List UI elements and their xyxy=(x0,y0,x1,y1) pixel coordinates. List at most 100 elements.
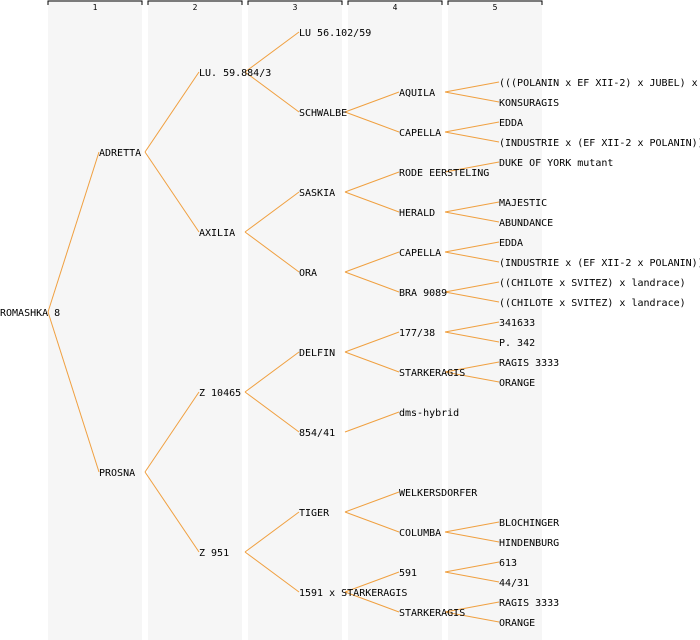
node-columba: COLUMBA xyxy=(399,528,441,539)
node-starker2: STARKERAGIS xyxy=(399,608,465,619)
edge-romashka-prosna xyxy=(47,311,100,473)
edge-schwalbe-aquila xyxy=(344,91,400,113)
edge-herald-l06 xyxy=(444,201,500,213)
node-l02: KONSURAGIS xyxy=(499,98,559,109)
node-l05: DUKE OF YORK mutant xyxy=(499,158,613,169)
column-number-1: 1 xyxy=(93,3,98,12)
edge-starker1-l14 xyxy=(444,361,500,373)
edge-prosna-z951 xyxy=(144,471,200,553)
column-band-5 xyxy=(448,0,542,640)
node-l19: 44/31 xyxy=(499,578,529,589)
tree-edges xyxy=(47,31,500,623)
edge-lu59-schwalbe xyxy=(244,71,300,113)
edge-capella1-l04 xyxy=(444,131,500,143)
edge-n1591-starker2 xyxy=(344,591,400,613)
column-number-5: 5 xyxy=(493,3,498,12)
column-band-3 xyxy=(248,0,342,640)
node-n591: 591 xyxy=(399,568,417,579)
column-number-4: 4 xyxy=(393,3,398,12)
edge-starker1-l15 xyxy=(444,371,500,383)
node-l11: ((CHILOTE x SVITEZ) x landrace) xyxy=(499,298,686,309)
node-prosna: PROSNA xyxy=(99,468,135,479)
edge-saskia-rode xyxy=(344,171,400,193)
edge-n1591-n591 xyxy=(344,571,400,593)
edge-delfin-n177 xyxy=(344,331,400,353)
edge-n177-l12 xyxy=(444,321,500,333)
edge-capella2-l08 xyxy=(444,241,500,253)
edge-axilia-saskia xyxy=(244,191,300,233)
node-l01: (((POLANIN x EF XII-2) x JUBEL) x xyxy=(499,78,698,89)
node-axilia: AXILIA xyxy=(199,228,235,239)
edge-capella2-l09 xyxy=(444,251,500,263)
edge-capella1-l03 xyxy=(444,121,500,133)
node-schwalbe: SCHWALBE xyxy=(299,108,347,119)
edge-ora-bra xyxy=(344,271,400,293)
edge-starker2-l20 xyxy=(444,601,500,613)
node-saskia: SASKIA xyxy=(299,188,335,199)
column-bracket-4 xyxy=(347,0,443,5)
edge-z10465-delfin xyxy=(244,351,300,393)
edge-herald-l07 xyxy=(444,211,500,223)
column-bracket-3 xyxy=(247,0,343,5)
node-l06: MAJESTIC xyxy=(499,198,547,209)
column-bracket-5 xyxy=(447,0,543,5)
edge-schwalbe-capella1 xyxy=(344,111,400,133)
column-number-3: 3 xyxy=(293,3,298,12)
node-l03: EDDA xyxy=(499,118,523,129)
node-z10465: Z 10465 xyxy=(199,388,241,399)
edge-adretta-lu59 xyxy=(144,71,200,153)
edge-z951-tiger xyxy=(244,511,300,553)
node-l21: ORANGE xyxy=(499,618,535,629)
edge-adretta-axilia xyxy=(144,151,200,233)
edge-saskia-herald xyxy=(344,191,400,213)
node-l07: ABUNDANCE xyxy=(499,218,553,229)
column-band-1 xyxy=(48,0,142,640)
node-ora: ORA xyxy=(299,268,317,279)
node-l12: 341633 xyxy=(499,318,535,329)
edge-rode-l05 xyxy=(444,161,500,173)
edge-aquila-l02 xyxy=(444,91,500,103)
column-bracket-2 xyxy=(147,0,243,5)
edge-aquila-l01 xyxy=(444,81,500,93)
node-l16: BLOCHINGER xyxy=(499,518,560,529)
node-l04: (INDUSTRIE x (EF XII-2 x POLANIN)) xyxy=(499,138,700,149)
node-lu56: LU 56.102/59 xyxy=(299,28,371,39)
node-l08: EDDA xyxy=(499,238,523,249)
node-l09: (INDUSTRIE x (EF XII-2 x POLANIN)) xyxy=(499,258,700,269)
edge-tiger-columba xyxy=(344,511,400,533)
node-n177: 177/38 xyxy=(399,328,435,339)
edge-prosna-z10465 xyxy=(144,391,200,473)
node-adretta: ADRETTA xyxy=(99,148,141,159)
edge-bra-l11 xyxy=(444,291,500,303)
edge-tiger-welk xyxy=(344,491,400,513)
node-l20: RAGIS 3333 xyxy=(499,598,559,609)
edge-columba-l17 xyxy=(444,531,500,543)
edge-n591-l18 xyxy=(444,561,500,573)
column-band-4 xyxy=(348,0,442,640)
edge-z10465-n854 xyxy=(244,391,300,433)
column-bracket-1 xyxy=(47,0,143,5)
node-aquila: AQUILA xyxy=(399,88,435,99)
node-l10: ((CHILOTE x SVITEZ) x landrace) xyxy=(499,278,686,289)
node-l18: 613 xyxy=(499,558,517,569)
node-l13: P. 342 xyxy=(499,338,535,349)
edge-delfin-starker1 xyxy=(344,351,400,373)
edge-bra-l10 xyxy=(444,281,500,293)
node-l17: HINDENBURG xyxy=(499,538,559,549)
node-rode: RODE EERSTELING xyxy=(399,168,489,179)
edge-lu59-lu56 xyxy=(244,31,300,73)
node-starker1: STARKERAGIS xyxy=(399,368,465,379)
node-welk: WELKERSDORFER xyxy=(399,488,478,499)
node-herald: HERALD xyxy=(399,208,435,219)
node-l15: ORANGE xyxy=(499,378,535,389)
node-z951: Z 951 xyxy=(199,548,229,559)
edge-z951-n1591 xyxy=(244,551,300,593)
edge-starker2-l21 xyxy=(444,611,500,623)
column-bands xyxy=(48,0,542,640)
node-romashka: ROMASHKA 8 xyxy=(0,308,60,319)
edge-n854-dms xyxy=(344,411,400,433)
node-capella2: CAPELLA xyxy=(399,248,441,259)
